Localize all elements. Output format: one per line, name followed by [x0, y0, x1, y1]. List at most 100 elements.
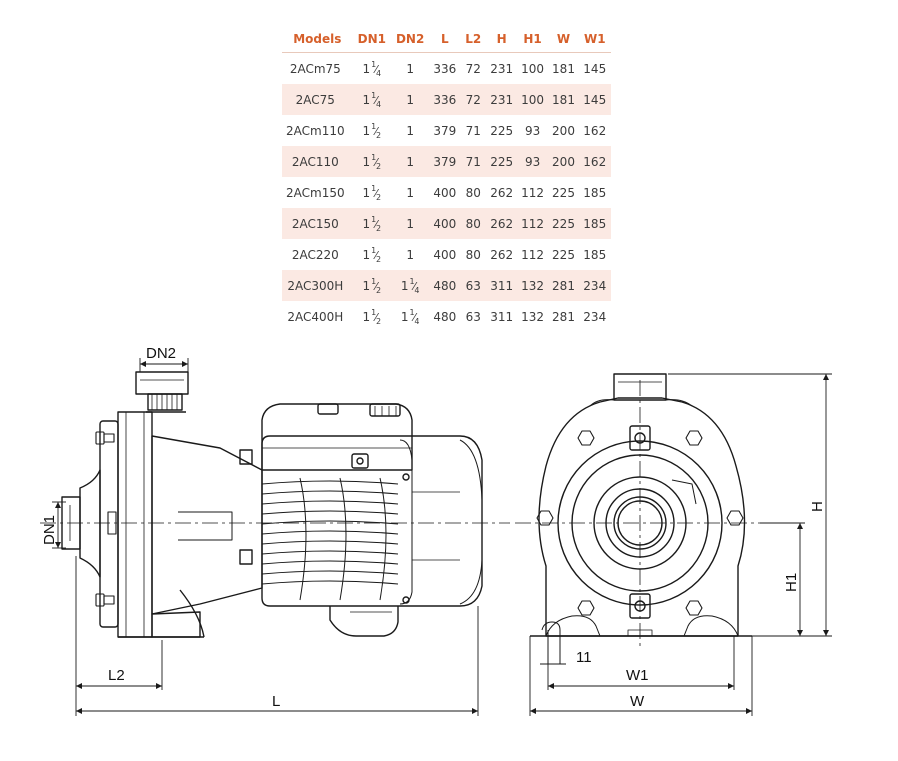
fraction-value: 1 [406, 92, 414, 107]
label-h: H [809, 501, 826, 512]
outlet-thread [147, 393, 183, 411]
cell-model: 2AC220 [291, 247, 339, 262]
cell-l: 400 [429, 208, 461, 239]
cell-dn1: 11⁄2 [352, 270, 391, 301]
cell-model: 2ACm75 [289, 61, 341, 76]
fraction-value: 1 [406, 61, 414, 76]
fraction-value: 1 [406, 247, 414, 262]
cell-l: 379 [433, 123, 457, 138]
column-header: W [548, 26, 579, 53]
cell-dn1: 11⁄4 [353, 53, 391, 85]
cooling-fins [261, 477, 399, 601]
column-header: L [429, 26, 461, 53]
motor-housing [261, 435, 483, 607]
cell-l2: 80 [465, 247, 481, 262]
cell-w1: 185 [583, 185, 607, 200]
fraction-value: 11⁄2 [362, 214, 382, 233]
cell-h: 231 [486, 84, 518, 115]
cell-w1: 234 [578, 270, 611, 301]
cell-w: 181 [552, 61, 575, 76]
cell-dn2: 1 [390, 208, 430, 239]
fraction-value: 11⁄4 [400, 307, 420, 326]
column-header: DN2 [390, 26, 430, 53]
cell-w1: 145 [583, 61, 607, 76]
volute-ring-outer [557, 440, 723, 606]
cell-h1: 132 [517, 270, 549, 301]
cell-l2: 71 [460, 146, 487, 177]
cell-h1: 100 [517, 84, 549, 115]
casing-body [117, 411, 153, 638]
fraction-value: 11⁄2 [362, 183, 382, 202]
cell-dn1: 11⁄2 [353, 177, 391, 208]
cell-h: 262 [486, 208, 518, 239]
cell-w1: 162 [578, 146, 611, 177]
cell-dn1: 11⁄4 [352, 84, 391, 115]
inlet-bell [79, 469, 101, 578]
fraction-value: 11⁄2 [362, 307, 382, 326]
cell-w: 281 [552, 309, 575, 324]
column-header: L2 [460, 26, 487, 53]
cell-model: 2AC110 [282, 146, 353, 177]
pump-front-view [515, 373, 770, 664]
fraction-value: 1 [406, 216, 414, 231]
cell-h: 262 [490, 247, 514, 262]
cell-dn2: 1 [390, 146, 430, 177]
fraction-value: 1 [406, 154, 414, 169]
suction-inlet-bore [613, 496, 667, 550]
fraction-value: 11⁄4 [400, 276, 420, 295]
fraction-value: 11⁄2 [362, 121, 382, 140]
cell-h: 262 [490, 185, 514, 200]
front-bolts [536, 430, 744, 616]
inlet-flange-ring [593, 476, 687, 570]
cell-l: 336 [433, 61, 457, 76]
cell-l2: 72 [460, 84, 487, 115]
cell-dn1: 11⁄2 [353, 115, 391, 146]
cell-w: 281 [548, 270, 579, 301]
cell-h: 311 [486, 270, 518, 301]
column-header: Models [282, 26, 353, 53]
cell-model: 2ACm110 [286, 123, 345, 138]
cell-w1: 185 [578, 208, 611, 239]
cell-w: 225 [552, 185, 575, 200]
cell-h: 311 [490, 309, 514, 324]
cell-model: 2ACm150 [286, 185, 345, 200]
cell-h1: 132 [521, 309, 545, 324]
label-w1: W1 [626, 667, 649, 684]
cell-w1: 234 [583, 309, 607, 324]
cell-w: 200 [548, 146, 579, 177]
cell-model: 2AC75 [282, 84, 353, 115]
cell-h1: 112 [521, 247, 545, 262]
cell-l: 379 [429, 146, 461, 177]
cell-h: 225 [486, 146, 518, 177]
cable-gland [351, 453, 369, 469]
label-foot-11: 11 [576, 649, 592, 666]
cell-dn2: 11⁄4 [391, 301, 429, 332]
fraction-value: 1 [406, 185, 414, 200]
cell-h1: 93 [517, 146, 549, 177]
fraction-value: 1 [406, 123, 414, 138]
column-header: H1 [517, 26, 549, 53]
cell-h: 231 [490, 61, 514, 76]
dimension-lines [52, 358, 832, 716]
label-h1: H1 [783, 573, 800, 592]
fraction-value: 11⁄2 [362, 245, 382, 264]
cell-model: 2AC400H [287, 309, 344, 324]
fraction-value: 11⁄2 [362, 152, 382, 171]
column-header: W1 [578, 26, 611, 53]
fraction-value: 11⁄2 [362, 276, 382, 295]
label-l: L [272, 693, 280, 710]
cell-dn1: 11⁄2 [353, 301, 391, 332]
cell-dn1: 11⁄2 [352, 146, 391, 177]
motor-bracket [151, 435, 263, 615]
cell-dn2: 1 [391, 115, 429, 146]
cell-l: 400 [433, 247, 457, 262]
